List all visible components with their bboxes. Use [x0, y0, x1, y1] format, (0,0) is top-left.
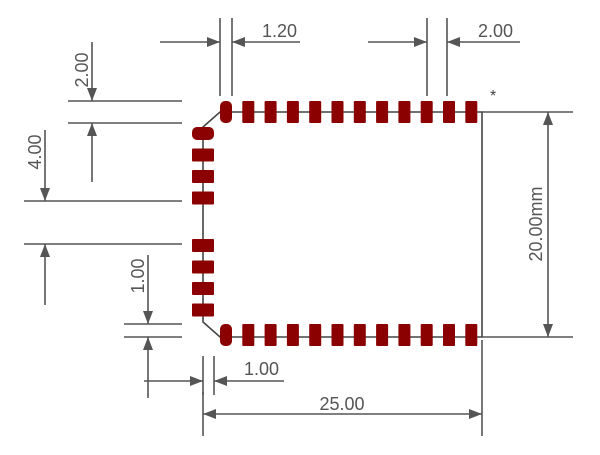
top-pad: [286, 101, 299, 123]
bottom-pad: [220, 324, 232, 346]
arrowhead: [87, 88, 97, 101]
top-pad: [398, 101, 411, 123]
dimension-pitch-left: 2.00: [72, 52, 92, 87]
arrowhead: [203, 409, 216, 419]
left-pad: [192, 170, 214, 183]
left-pad: [192, 282, 214, 295]
top-pad: [353, 101, 366, 123]
arrowhead: [207, 37, 220, 47]
bottom-pad: [264, 324, 277, 346]
dimension-body-height: 20.00mm: [526, 186, 546, 261]
arrowhead: [232, 37, 245, 47]
arrowhead: [214, 376, 227, 386]
arrowhead: [190, 376, 203, 386]
dimension-left-pad-size: 1.00: [128, 258, 148, 293]
left-pad: [192, 127, 214, 140]
left-pad: [192, 303, 214, 317]
left-pad: [192, 239, 214, 252]
arrowhead: [40, 188, 50, 201]
dimension-body-width: 25.00: [319, 394, 364, 414]
bottom-pad: [443, 324, 455, 346]
bottom-pad: [465, 324, 478, 346]
arrowhead: [469, 409, 482, 419]
arrowhead: [143, 337, 153, 350]
arrowhead: [447, 37, 460, 47]
dimension-pad-width: 1.20: [262, 21, 297, 41]
left-pad: [192, 148, 214, 162]
pad-group: [192, 101, 478, 346]
dimension-pad-pitch-top: 2.00: [478, 21, 513, 41]
left-pad: [192, 260, 214, 274]
arrowhead: [543, 112, 553, 125]
top-pad: [242, 101, 255, 123]
top-pad: [264, 101, 277, 123]
bottom-pad: [331, 324, 344, 346]
top-pad: [420, 101, 433, 123]
bottom-pad: [309, 324, 322, 346]
bottom-pad: [398, 324, 411, 346]
top-pad: [220, 101, 232, 123]
bottom-pad: [376, 324, 389, 346]
arrowhead: [543, 324, 553, 337]
left-pad: [192, 191, 214, 205]
arrowhead: [143, 311, 153, 324]
top-pad: [309, 101, 322, 123]
arrowhead: [414, 37, 427, 47]
bottom-pad: [353, 324, 366, 346]
arrowhead: [40, 244, 50, 257]
top-pad: [465, 101, 478, 123]
top-pad: [443, 101, 455, 123]
arrowhead: [87, 123, 97, 136]
pin1-marker: *: [490, 88, 496, 105]
bottom-pad: [420, 324, 433, 346]
bottom-pad: [242, 324, 255, 346]
dimension-bottom-offset: 1.00: [244, 359, 279, 379]
dimension-left-group-gap: 4.00: [25, 134, 45, 169]
top-pad: [331, 101, 344, 123]
top-pad: [376, 101, 389, 123]
bottom-pad: [286, 324, 299, 346]
module-outline: [202, 111, 483, 338]
